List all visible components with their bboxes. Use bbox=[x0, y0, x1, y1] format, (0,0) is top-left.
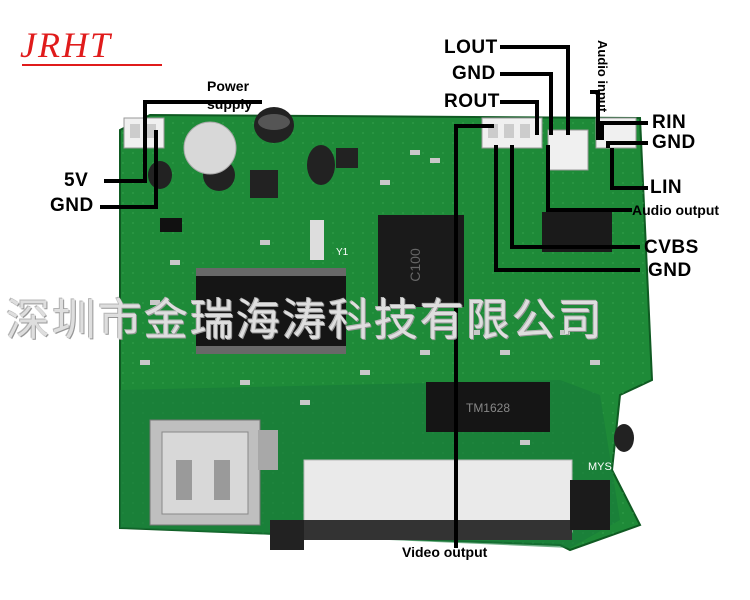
chip-main-label: C100 bbox=[407, 248, 423, 282]
label-gnd-top: GND bbox=[452, 63, 496, 84]
pcb-y1-label: Y1 bbox=[336, 247, 349, 258]
line-rout bbox=[500, 100, 539, 135]
label-audio-output: Audio output bbox=[632, 202, 720, 218]
label-power-supply-line2: supply bbox=[207, 96, 253, 112]
chip-audio: TM1628 bbox=[426, 382, 550, 432]
label-gnd-right: GND bbox=[652, 132, 696, 153]
label-gnd-bottom: GND bbox=[648, 260, 692, 281]
line-power-supply bbox=[143, 100, 262, 130]
brand-underline bbox=[22, 64, 162, 66]
label-lin: LIN bbox=[650, 177, 683, 198]
chip-audio-label: TM1628 bbox=[466, 401, 510, 415]
label-lout: LOUT bbox=[444, 37, 498, 58]
line-gnd-top bbox=[500, 72, 553, 135]
line-gnd-right bbox=[606, 141, 648, 148]
brand-logo: JRHT bbox=[20, 25, 112, 65]
display-panel bbox=[270, 459, 610, 550]
line-5v bbox=[104, 130, 147, 183]
pcb-brand-mark: MYS bbox=[588, 461, 612, 473]
line-video-output bbox=[454, 124, 494, 548]
line-lin bbox=[610, 148, 648, 190]
line-lout bbox=[500, 45, 570, 135]
label-rout: ROUT bbox=[444, 91, 500, 112]
line-audio-output bbox=[546, 145, 632, 212]
line-gnd-bottom bbox=[494, 145, 640, 272]
line-gnd-left bbox=[100, 130, 158, 209]
label-5v: 5V bbox=[64, 170, 89, 191]
line-audio-input bbox=[590, 90, 600, 140]
label-audio-input: Audio input bbox=[595, 40, 610, 113]
usb-port bbox=[149, 419, 278, 526]
line-rin bbox=[600, 121, 648, 140]
capacitors bbox=[148, 107, 634, 452]
label-video-output: Video output bbox=[402, 544, 488, 560]
smd-components bbox=[140, 150, 600, 445]
line-cvbs bbox=[510, 145, 640, 249]
company-watermark: 深圳市金瑞海涛科技有限公司 bbox=[6, 295, 604, 346]
leader-lines bbox=[100, 45, 648, 548]
label-gnd-left: GND bbox=[50, 195, 94, 216]
chip-memory bbox=[196, 268, 346, 354]
label-rin: RIN bbox=[652, 112, 687, 133]
connector-audio-out bbox=[481, 117, 543, 149]
chip-main: C100 bbox=[378, 215, 464, 307]
label-cvbs: CVBS bbox=[644, 237, 699, 258]
label-power-supply-line1: Power bbox=[207, 78, 250, 94]
